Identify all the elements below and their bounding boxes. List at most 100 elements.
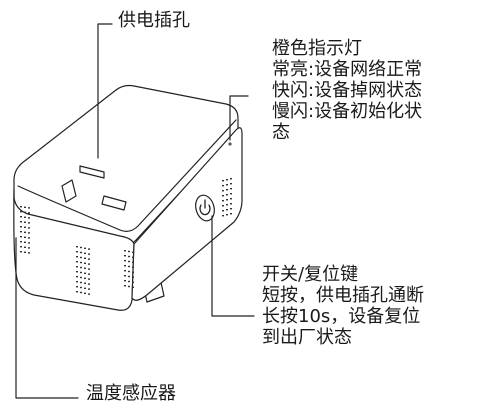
vent-slot	[20, 251, 22, 253]
vent-slot	[222, 210, 224, 212]
vent-slot	[84, 252, 86, 254]
vent-slot	[132, 281, 134, 283]
vent-slot	[76, 246, 78, 248]
vent-slot	[88, 278, 90, 280]
vent-slot	[28, 247, 30, 249]
vent-slot	[20, 216, 22, 218]
vent-slot	[20, 221, 22, 223]
vent-slot	[84, 267, 86, 269]
vent-slot	[128, 270, 130, 273]
vent-slot	[80, 276, 82, 279]
vent-slot	[24, 236, 26, 238]
vent-slot	[128, 285, 130, 288]
vent-slot	[76, 276, 78, 278]
vent-slot	[124, 275, 126, 277]
vent-slot	[76, 271, 78, 273]
vent-slot	[76, 281, 78, 283]
vent-slot	[80, 261, 82, 264]
vent-slot	[84, 257, 86, 259]
vent-slot	[128, 275, 130, 278]
vent-slot	[226, 179, 228, 181]
vent-grids	[20, 178, 232, 295]
vent-slot	[20, 231, 22, 233]
vent-slot	[20, 226, 22, 228]
vent-slot	[124, 280, 126, 282]
vent-slot	[132, 286, 134, 288]
vent-slot	[222, 190, 224, 192]
vent-slot	[226, 189, 228, 191]
vent-slot	[230, 203, 232, 205]
vent-slot	[76, 266, 78, 268]
vent-slot	[222, 215, 224, 217]
vent-slot	[84, 262, 86, 264]
vent-slot	[28, 207, 30, 209]
vent-slot	[222, 205, 224, 207]
vent-slot	[28, 222, 30, 224]
switch-reset-label: 开关/复位键 短按，供电插孔通断 长按10s，设备复位 到出厂状态	[262, 264, 424, 348]
vent-slot	[128, 280, 130, 283]
vent-slot	[88, 253, 90, 255]
vent-slot	[88, 273, 90, 275]
vent-slot	[230, 178, 232, 180]
vent-slot	[88, 258, 90, 260]
vent-slot	[76, 286, 78, 288]
vent-slot	[88, 283, 90, 285]
vent-slot	[88, 293, 90, 295]
vent-slot	[20, 211, 22, 213]
vent-slot	[20, 246, 22, 248]
vent-slot	[132, 261, 134, 263]
power-icon	[199, 199, 211, 216]
vent-slot	[80, 281, 82, 284]
vent-slot	[132, 266, 134, 268]
vent-slot	[76, 291, 78, 293]
vent-slot	[124, 285, 126, 287]
leader-temp	[15, 237, 79, 399]
vent-slot	[230, 193, 232, 195]
vent-slot	[80, 246, 82, 249]
vent-slot	[24, 231, 26, 233]
leader-led	[229, 95, 249, 141]
vent-slot	[226, 199, 228, 201]
vent-slot	[132, 276, 134, 278]
leader-switch	[211, 215, 255, 317]
vent-slot	[230, 183, 232, 185]
vent-slot	[80, 271, 82, 274]
led-indicator	[228, 142, 232, 146]
vent-slot	[24, 246, 26, 248]
vent-slot	[28, 217, 30, 219]
vent-slot	[88, 268, 90, 270]
leader-socket	[97, 23, 113, 159]
vent-slot	[24, 251, 26, 253]
vent-slot	[80, 266, 82, 269]
vent-slot	[20, 236, 22, 238]
vent-slot	[28, 232, 30, 234]
vent-slot	[84, 247, 86, 249]
vent-slot	[84, 282, 86, 284]
vent-slot	[124, 250, 126, 252]
vent-slot	[84, 287, 86, 289]
vent-slot	[128, 255, 130, 258]
vent-slot	[80, 291, 82, 294]
vent-slot	[84, 272, 86, 274]
top-edge-curve	[17, 119, 237, 232]
vent-slot	[128, 260, 130, 263]
vent-slot	[24, 226, 26, 228]
vent-slot	[84, 292, 86, 294]
vent-slot	[222, 180, 224, 182]
vent-slot	[222, 200, 224, 202]
vent-slot	[226, 214, 228, 216]
vent-slot	[124, 265, 126, 267]
vent-slot	[226, 194, 228, 196]
vent-slot	[80, 286, 82, 289]
vent-slot	[132, 251, 134, 253]
vent-slot	[230, 188, 232, 190]
vent-slot	[84, 277, 86, 279]
vent-slot	[24, 206, 26, 208]
vent-slot	[76, 256, 78, 258]
vent-slot	[128, 265, 130, 268]
device-right-face	[131, 127, 243, 301]
vent-slot	[128, 250, 130, 253]
vent-slot	[76, 251, 78, 253]
vent-slot	[124, 260, 126, 262]
